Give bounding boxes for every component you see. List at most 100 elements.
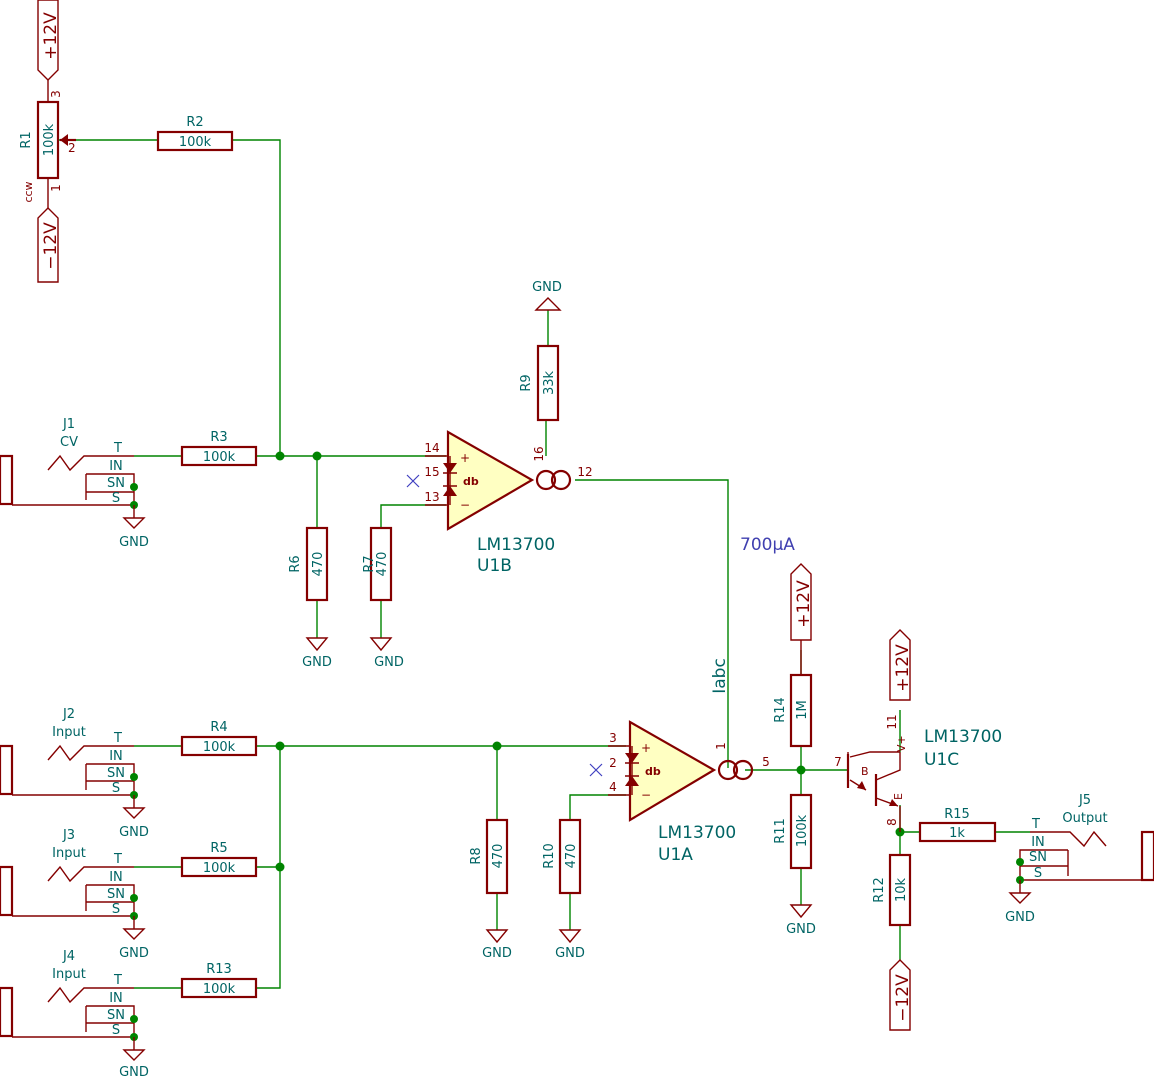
svg-text:R9: R9 bbox=[519, 374, 534, 391]
svg-text:Input: Input bbox=[52, 725, 86, 740]
svg-text:S: S bbox=[1034, 866, 1042, 881]
svg-text:E: E bbox=[892, 793, 905, 800]
svg-text:1M: 1M bbox=[795, 700, 810, 720]
svg-text:U1B: U1B bbox=[477, 556, 512, 576]
svg-text:S: S bbox=[112, 1023, 120, 1038]
svg-text:SN: SN bbox=[107, 766, 125, 781]
junction-dots bbox=[275, 451, 905, 872]
svg-text:2: 2 bbox=[609, 756, 617, 770]
svg-text:SN: SN bbox=[1029, 850, 1047, 865]
jack-j1: GND J1 CV T IN SN S bbox=[0, 417, 149, 550]
svg-text:S: S bbox=[112, 902, 120, 917]
jack-j2: GND J2 Input T IN SN S bbox=[0, 707, 149, 840]
svg-text:GND: GND bbox=[786, 922, 816, 937]
svg-text:−12V: −12V bbox=[893, 974, 913, 1022]
svg-text:R12: R12 bbox=[872, 877, 887, 903]
svg-text:R7: R7 bbox=[362, 555, 377, 572]
svg-text:GND: GND bbox=[302, 655, 332, 670]
svg-text:S: S bbox=[112, 491, 120, 506]
svg-text:7: 7 bbox=[834, 755, 842, 769]
svg-text:+12V: +12V bbox=[41, 12, 61, 60]
svg-text:R4: R4 bbox=[210, 720, 227, 735]
jack-j3: GND J3 Input T IN SN S bbox=[0, 828, 149, 961]
svg-text:3: 3 bbox=[49, 90, 63, 98]
svg-text:db: db bbox=[463, 475, 479, 488]
svg-text:1k: 1k bbox=[949, 826, 965, 841]
svg-text:T: T bbox=[1031, 817, 1040, 832]
r3-resistor: 100k R3 bbox=[180, 430, 258, 467]
power-flag-pos-r14: +12V bbox=[790, 563, 814, 675]
svg-text:Output: Output bbox=[1062, 811, 1107, 826]
svg-text:15: 15 bbox=[424, 465, 439, 479]
svg-text:Input: Input bbox=[52, 846, 86, 861]
svg-text:+12V: +12V bbox=[893, 644, 913, 692]
svg-text:470: 470 bbox=[491, 844, 506, 869]
svg-text:GND: GND bbox=[1005, 910, 1035, 925]
svg-text:R13: R13 bbox=[206, 962, 232, 977]
svg-text:Input: Input bbox=[52, 967, 86, 982]
r12-resistor: 10k R12 bbox=[872, 853, 912, 927]
power-flag-pos-top: +12V bbox=[37, 0, 61, 102]
svg-text:GND: GND bbox=[482, 946, 512, 961]
svg-text:GND: GND bbox=[119, 535, 149, 550]
jack-j4: GND J4 Input T IN SN S bbox=[0, 949, 149, 1080]
r7-resistor: 470 R7 GND bbox=[362, 526, 404, 670]
svg-text:100k: 100k bbox=[795, 814, 810, 847]
svg-text:V+: V+ bbox=[895, 735, 908, 752]
power-flag-pos-u1c: +12V bbox=[889, 629, 913, 701]
r8-resistor: 470 R8 GND bbox=[469, 818, 512, 961]
svg-text:−: − bbox=[641, 788, 651, 802]
svg-text:R6: R6 bbox=[288, 555, 303, 572]
svg-text:U1C: U1C bbox=[924, 750, 959, 770]
svg-text:SN: SN bbox=[107, 476, 125, 491]
svg-text:R14: R14 bbox=[773, 697, 788, 723]
svg-text:100k: 100k bbox=[203, 450, 236, 465]
svg-text:−12V: −12V bbox=[41, 222, 61, 270]
svg-text:8: 8 bbox=[885, 818, 899, 826]
r6-resistor: 470 R6 GND bbox=[288, 526, 332, 670]
r14-resistor: 1M R14 bbox=[773, 673, 813, 748]
svg-text:IN: IN bbox=[1031, 835, 1045, 850]
svg-text:T: T bbox=[113, 973, 122, 988]
svg-text:14: 14 bbox=[424, 441, 439, 455]
svg-text:T: T bbox=[113, 852, 122, 867]
svg-text:470: 470 bbox=[375, 552, 390, 577]
power-flag-neg-r12: −12V bbox=[889, 959, 913, 1031]
svg-text:R8: R8 bbox=[469, 847, 484, 864]
r4-resistor: 100k R4 bbox=[180, 720, 258, 757]
svg-text:IN: IN bbox=[109, 870, 123, 885]
svg-text:33k: 33k bbox=[542, 370, 557, 395]
svg-text:CV: CV bbox=[60, 435, 78, 450]
svg-text:4: 4 bbox=[609, 780, 617, 794]
svg-text:S: S bbox=[112, 781, 120, 796]
svg-text:GND: GND bbox=[555, 946, 585, 961]
svg-text:J3: J3 bbox=[62, 828, 75, 843]
r9-resistor: 33k R9 bbox=[519, 344, 560, 422]
svg-text:100k: 100k bbox=[179, 135, 212, 150]
iabc-label: Iabc bbox=[710, 658, 730, 694]
svg-text:11: 11 bbox=[885, 714, 899, 729]
gnd-r9: GND bbox=[532, 280, 562, 311]
svg-text:J4: J4 bbox=[62, 949, 75, 964]
svg-text:T: T bbox=[113, 731, 122, 746]
transistor-u1c: 7 B E V+ 11 8 LM13700 U1C bbox=[834, 714, 1002, 832]
r11-resistor: 100k R11 GND bbox=[773, 793, 816, 937]
power-flag-neg-r1: −12V bbox=[37, 207, 61, 283]
svg-text:R5: R5 bbox=[210, 841, 227, 856]
svg-text:470: 470 bbox=[311, 552, 326, 577]
svg-text:R15: R15 bbox=[944, 807, 970, 822]
svg-text:R1: R1 bbox=[19, 131, 34, 148]
r5-resistor: 100k R5 bbox=[180, 841, 258, 878]
svg-text:LM13700: LM13700 bbox=[924, 727, 1002, 747]
svg-text:J2: J2 bbox=[62, 707, 75, 722]
r10-resistor: 470 R10 GND bbox=[542, 818, 585, 961]
svg-text:LM13700: LM13700 bbox=[658, 823, 736, 843]
ota-u1b: 14 15 13 16 12 + − db LM13700 U1B bbox=[406, 430, 593, 576]
svg-text:GND: GND bbox=[119, 825, 149, 840]
svg-text:J1: J1 bbox=[62, 417, 75, 432]
svg-text:R10: R10 bbox=[542, 843, 557, 869]
svg-text:SN: SN bbox=[107, 1008, 125, 1023]
svg-text:10k: 10k bbox=[894, 877, 909, 902]
svg-text:2: 2 bbox=[68, 141, 76, 155]
